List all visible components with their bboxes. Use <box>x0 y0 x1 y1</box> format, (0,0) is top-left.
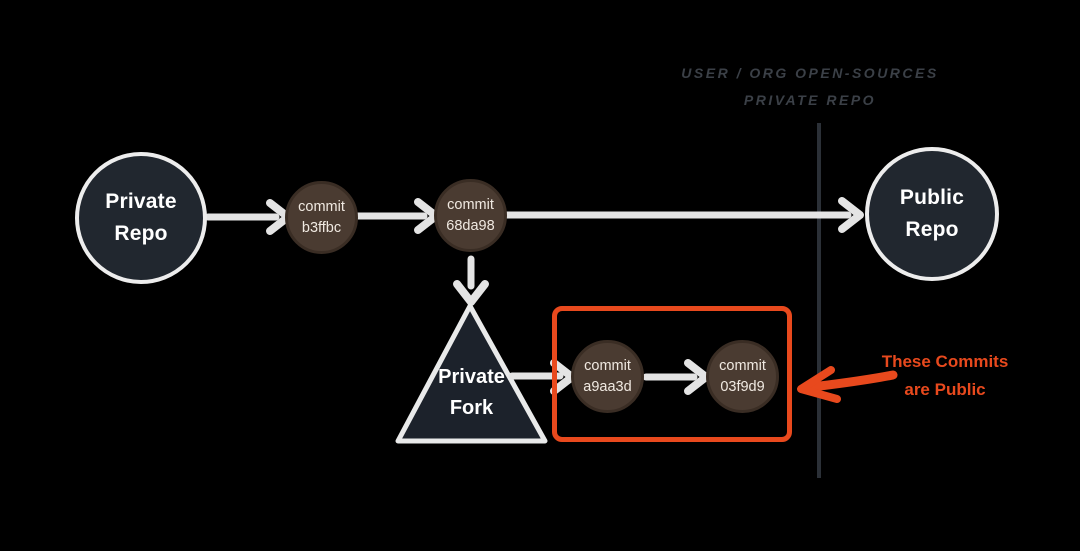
commit-node-68da98: commit 68da98 <box>434 179 507 252</box>
commit-hash: 68da98 <box>446 217 495 234</box>
commit-hash: 03f9d9 <box>720 378 765 395</box>
commit-node-a9aa3d: commit a9aa3d <box>571 340 644 413</box>
private-repo-node: Private Repo <box>75 152 207 284</box>
divider-caption-line2: PRIVATE REPO <box>743 92 877 108</box>
commit-hash: b3ffbc <box>301 219 342 236</box>
public-repo-label-line1: Public <box>899 186 965 209</box>
divider-caption-line1: USER / ORG OPEN-SOURCES <box>681 65 939 81</box>
commit-label: commit <box>719 357 766 374</box>
commit-hash: a9aa3d <box>583 378 632 395</box>
public-repo-label-line2: Repo <box>905 218 959 241</box>
private-repo-label-line1: Private <box>105 190 177 213</box>
private-fork-label: Private Fork <box>398 362 545 424</box>
commit-label: commit <box>447 196 494 213</box>
public-repo-node: Public Repo <box>865 147 999 281</box>
public-commits-annotation: These Commits are Public <box>860 348 1030 404</box>
arrow-commit-68da98-to-private-fork <box>453 255 489 306</box>
annotation-line1: These Commits <box>881 352 1009 371</box>
private-fork-label-line1: Private <box>438 366 505 388</box>
divider-caption: USER / ORG OPEN-SOURCES PRIVATE REPO <box>660 60 960 114</box>
commit-label: commit <box>298 198 345 215</box>
arrow-commit-b3ffbc-to-commit-68da98 <box>354 198 440 234</box>
arrow-private-repo-to-commit-b3ffbc <box>204 199 292 235</box>
annotation-line2: are Public <box>904 380 986 399</box>
private-repo-label-line2: Repo <box>114 222 168 245</box>
private-fork-triangle <box>395 303 548 444</box>
commit-label: commit <box>584 357 631 374</box>
annotation-arrow-icon <box>797 366 898 403</box>
public-commits-highlight-box <box>552 306 792 442</box>
arrow-commit-68da98-to-public-repo <box>502 197 864 233</box>
private-fork-label-line2: Fork <box>449 397 494 419</box>
commit-node-03f9d9: commit 03f9d9 <box>706 340 779 413</box>
commit-node-b3ffbc: commit b3ffbc <box>285 181 358 254</box>
